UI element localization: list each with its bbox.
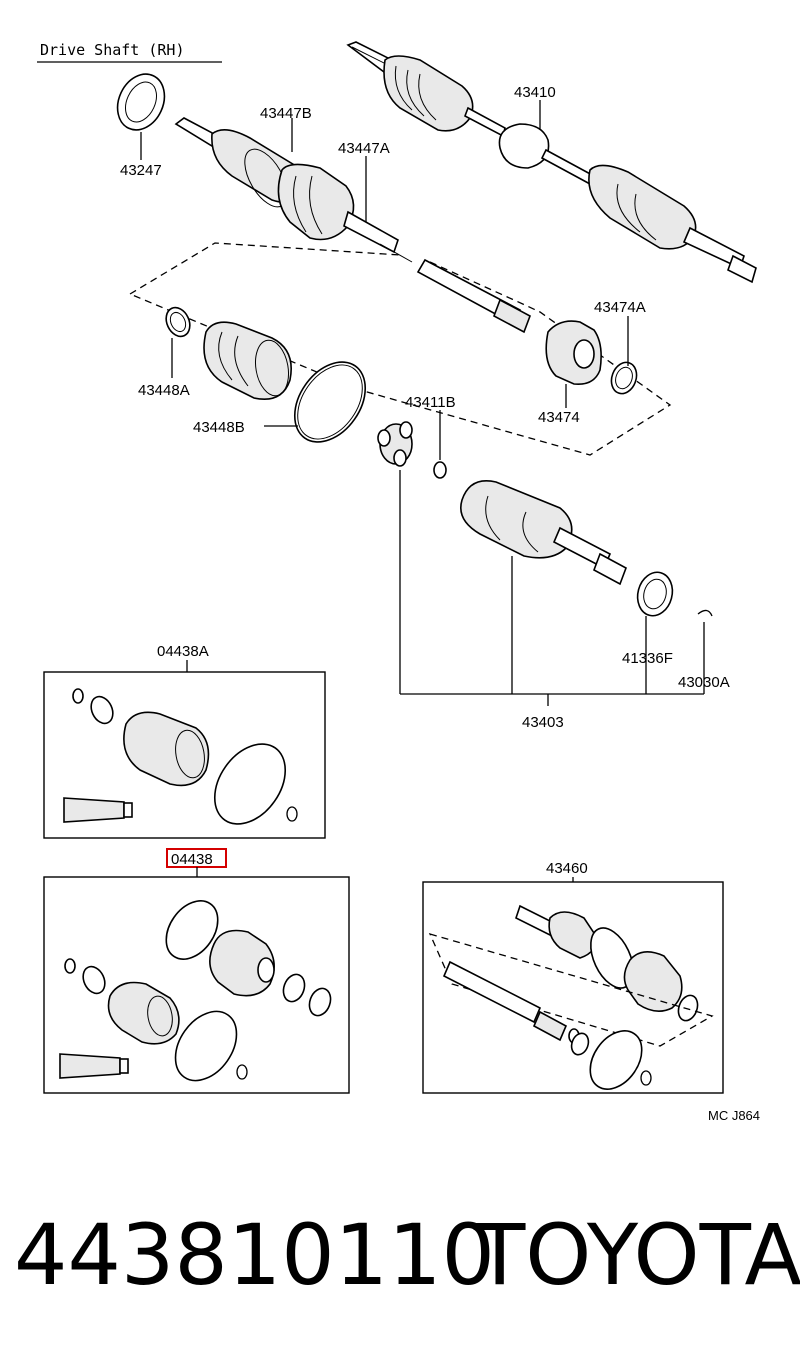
label-43448B: 43448B <box>193 419 245 436</box>
outboard-joint-43447[interactable] <box>174 117 413 263</box>
label-43030A: 43030A <box>678 674 730 691</box>
label-04438A: 04438A <box>157 643 209 660</box>
snap-ring[interactable] <box>433 461 447 479</box>
bearing-ring-43247[interactable] <box>109 66 173 137</box>
kit-04438-contents <box>59 900 332 1082</box>
leader-lines <box>140 100 705 706</box>
kit-box-04438[interactable] <box>43 876 350 1094</box>
clip-43030A[interactable] <box>697 609 713 617</box>
label-43474: 43474 <box>538 409 580 426</box>
label-04438: 04438 <box>171 851 213 868</box>
dynamic-damper-43474[interactable] <box>545 320 602 386</box>
intermediate-shaft[interactable] <box>416 258 531 334</box>
assembly-43460-contents <box>428 904 714 1090</box>
label-43447B: 43447B <box>260 105 312 122</box>
label-43403: 43403 <box>522 714 564 731</box>
drive-shaft-assembly-43410[interactable] <box>346 41 757 284</box>
label-43247: 43247 <box>120 162 162 179</box>
oil-seal-41336F[interactable] <box>633 568 677 619</box>
tripod-joint-43411B[interactable] <box>377 421 413 467</box>
brand-caption: TOYOTA <box>473 1206 800 1304</box>
label-43448A: 43448A <box>138 382 190 399</box>
label-41336F: 41336F <box>622 650 673 667</box>
inboard-joint-housing-43403[interactable] <box>460 480 627 586</box>
kit-box-04438A[interactable] <box>43 671 326 839</box>
footer-code: MC J864 <box>708 1108 760 1123</box>
label-43410: 43410 <box>514 84 556 101</box>
joint-boot[interactable] <box>203 321 293 400</box>
boot-clamp-43448B[interactable] <box>280 349 380 455</box>
boot-clamp-43448A[interactable] <box>162 304 195 340</box>
diagram-title: Drive Shaft (RH) <box>40 41 185 59</box>
label-43447A: 43447A <box>338 140 390 157</box>
label-43411B: 43411B <box>405 394 456 411</box>
label-43460: 43460 <box>546 860 588 877</box>
kit-04438A-contents <box>63 688 298 825</box>
assembly-box-43460[interactable] <box>422 881 724 1094</box>
label-43474A: 43474A <box>594 299 646 316</box>
part-number-caption: 443810110 <box>14 1206 495 1304</box>
damper-clamp-43474A[interactable] <box>607 359 640 397</box>
